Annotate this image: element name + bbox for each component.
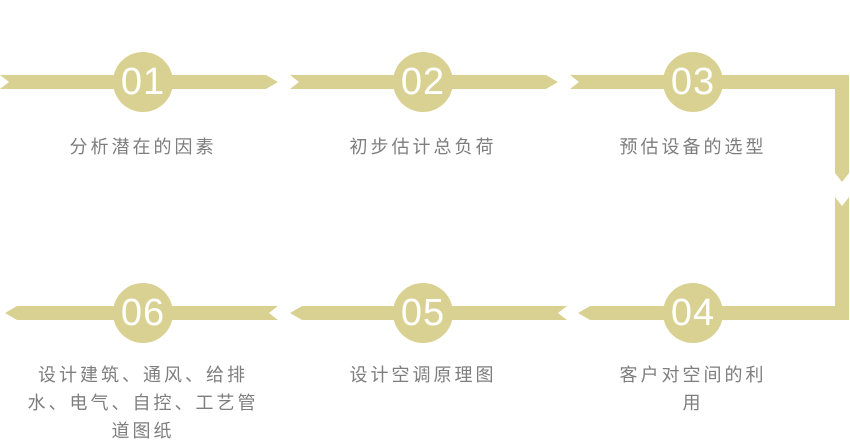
step-label-05: 设计空调原理图 xyxy=(349,365,497,385)
step-number: 04 xyxy=(670,292,716,334)
step-circle-04: 04 xyxy=(663,283,723,343)
step-number: 06 xyxy=(120,292,166,334)
step-circle-01: 01 xyxy=(113,52,173,112)
step-number: 05 xyxy=(400,292,446,334)
step-label-03: 预估设备的选型 xyxy=(619,137,767,157)
step-circle-06: 06 xyxy=(113,283,173,343)
step-label-04: 客户对空间的利 用 xyxy=(619,365,767,413)
step-circle-05: 05 xyxy=(393,283,453,343)
step-label-02: 初步估计总负荷 xyxy=(349,137,497,157)
flow-connector-down xyxy=(835,197,849,320)
step-number: 01 xyxy=(120,61,166,103)
step-label-06: 设计建筑、通风、给排 水、电气、自控、工艺管 道图纸 xyxy=(27,365,259,441)
step-circle-02: 02 xyxy=(393,52,453,112)
step-number: 02 xyxy=(400,61,446,103)
flow-arrow-down xyxy=(835,75,849,182)
step-circle-03: 03 xyxy=(663,52,723,112)
step-number: 03 xyxy=(670,61,716,103)
step-label-01: 分析潜在的因素 xyxy=(69,137,217,157)
